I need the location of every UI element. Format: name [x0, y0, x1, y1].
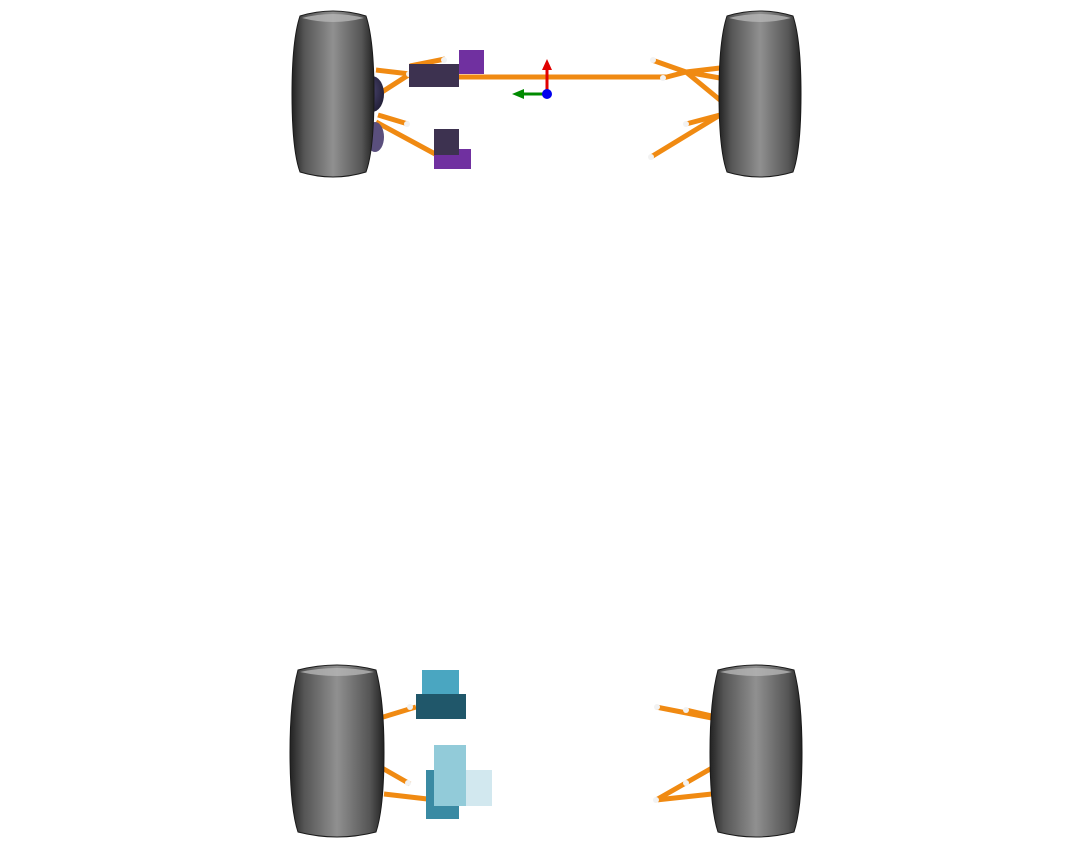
rear-left-lower-block-pale[interactable]	[466, 770, 492, 806]
axis-y-arrow	[512, 89, 524, 99]
joint-ball	[404, 121, 410, 127]
axis-triad[interactable]	[512, 59, 552, 99]
joint-ball	[405, 780, 411, 786]
front-left-tire[interactable]	[291, 10, 375, 178]
rear-left-lower-block-light[interactable]	[434, 745, 466, 806]
joint-ball	[654, 704, 660, 710]
front-right-links[interactable]	[648, 57, 722, 160]
rear-left-tire[interactable]	[289, 664, 385, 838]
joint-ball	[653, 797, 659, 803]
joint-ball	[683, 121, 689, 127]
axis-x-arrow	[542, 59, 552, 70]
joint-ball	[683, 780, 689, 786]
axis-z-dot	[542, 89, 552, 99]
rear-right-tire[interactable]	[709, 664, 803, 838]
joint-ball	[648, 154, 654, 160]
rear-left-block-dark[interactable]	[416, 694, 466, 719]
front-axle-assembly[interactable]	[291, 10, 802, 178]
joint-ball	[660, 75, 666, 81]
joint-ball	[650, 57, 656, 63]
rear-axle-assembly[interactable]	[289, 664, 803, 838]
joint-ball	[441, 57, 447, 63]
front-right-tire[interactable]	[718, 10, 802, 178]
front-left-block-accent[interactable]	[459, 50, 484, 74]
rear-right-links[interactable]	[653, 704, 714, 803]
front-left-block-dark[interactable]	[409, 64, 459, 87]
joint-ball	[407, 704, 413, 710]
joint-ball	[683, 707, 689, 713]
rear-left-block-teal[interactable]	[422, 670, 459, 696]
